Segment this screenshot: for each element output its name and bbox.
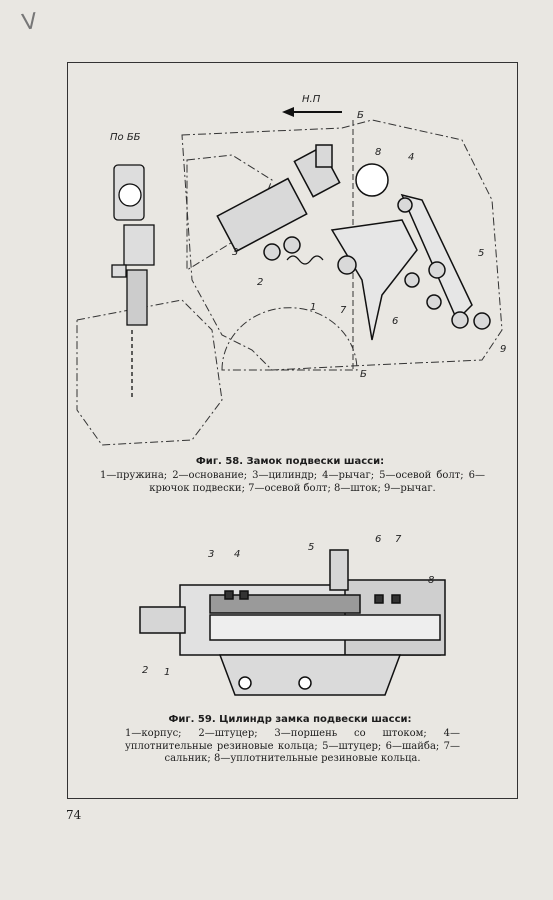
side-view-nut (118, 183, 142, 207)
label-8: 8 (375, 147, 381, 158)
mounting-flange (218, 654, 402, 696)
lever-pivot (355, 163, 389, 197)
roller-2 (283, 236, 301, 254)
section-label-bottom: Б (360, 369, 367, 380)
side-view-bracket (123, 224, 155, 266)
figure-58-svg: Н.П По ББ Б Б 1 2 3 4 5 6 7 8 9 (76, 94, 506, 446)
pin-a (397, 197, 413, 213)
page-frame (67, 62, 518, 799)
inlet-fitting (139, 606, 186, 634)
seal-ring-d (391, 594, 401, 604)
fig59-label-2: 2 (142, 665, 148, 676)
figure-59-drawing: 3 4 5 6 7 8 2 1 (130, 525, 450, 700)
label-3: 3 (232, 247, 238, 258)
mounting-hole-right (298, 676, 312, 690)
fig59-label-3: 3 (208, 549, 214, 560)
roller-3 (451, 311, 469, 329)
bracket-contour (76, 299, 223, 446)
gear-b (426, 294, 442, 310)
gear-a (404, 272, 420, 288)
label-5: 5 (478, 248, 484, 259)
arc-contour (221, 307, 358, 371)
fig59-label-5: 5 (308, 542, 314, 553)
section-label-top: Б (357, 110, 364, 121)
top-fitting (329, 549, 349, 591)
fig59-label-8: 8 (428, 575, 434, 586)
cylinder-body (216, 177, 308, 253)
cylinder-fitting (315, 144, 333, 168)
figure-58-title: Фиг. 58. Замок подвески шасси: (195, 456, 385, 467)
label-1: 1 (310, 302, 316, 313)
mounting-hole-left (238, 676, 252, 690)
figure-59-title: Фиг. 59. Цилиндр замка подвески шасси: (168, 714, 412, 725)
figure-58-legend: 1—пружина; 2—основание; 3—цилиндр; 4—рыч… (100, 470, 485, 494)
figure-59-legend: 1—корпус; 2—штуцер; 3—поршень со штоком;… (125, 728, 460, 764)
figure-58-caption: Фиг. 58. Замок подвески шасси: (90, 455, 490, 468)
label-7: 7 (340, 305, 347, 316)
figure-58-drawing: Н.П По ББ Б Б 1 2 3 4 5 6 7 8 9 (72, 80, 514, 448)
label-6: 6 (392, 316, 398, 327)
bolt-5 (428, 261, 446, 279)
seal-ring-b (239, 590, 249, 600)
label-9: 9 (500, 344, 506, 355)
seal-ring-a (224, 590, 234, 600)
fig59-label-1: 1 (164, 667, 170, 678)
hook-body (330, 219, 418, 341)
housing-contour (181, 119, 503, 371)
figure-59-svg: 3 4 5 6 7 8 2 1 (139, 534, 446, 696)
seal-ring-c (374, 594, 384, 604)
fig59-label-7: 7 (395, 534, 402, 545)
corner-mark: V (20, 9, 39, 36)
cylinder-bore (209, 614, 441, 641)
fig59-label-6: 6 (375, 534, 381, 545)
side-view-bolt (111, 264, 127, 278)
roller-1 (263, 243, 281, 261)
direction-label: Н.П (302, 94, 321, 105)
direction-arrow-head (282, 107, 294, 117)
bolt-7 (337, 255, 357, 275)
label-2: 2 (257, 277, 263, 288)
roller-4 (473, 312, 491, 330)
fig59-label-4: 4 (234, 549, 240, 560)
page-number: 74 (66, 808, 82, 822)
label-4: 4 (408, 152, 414, 163)
figure-59-caption: Фиг. 59. Цилиндр замка подвески шасси: (100, 713, 480, 726)
section-view-label: По ББ (110, 132, 141, 143)
spring (286, 255, 324, 265)
side-view-hook (126, 269, 148, 326)
